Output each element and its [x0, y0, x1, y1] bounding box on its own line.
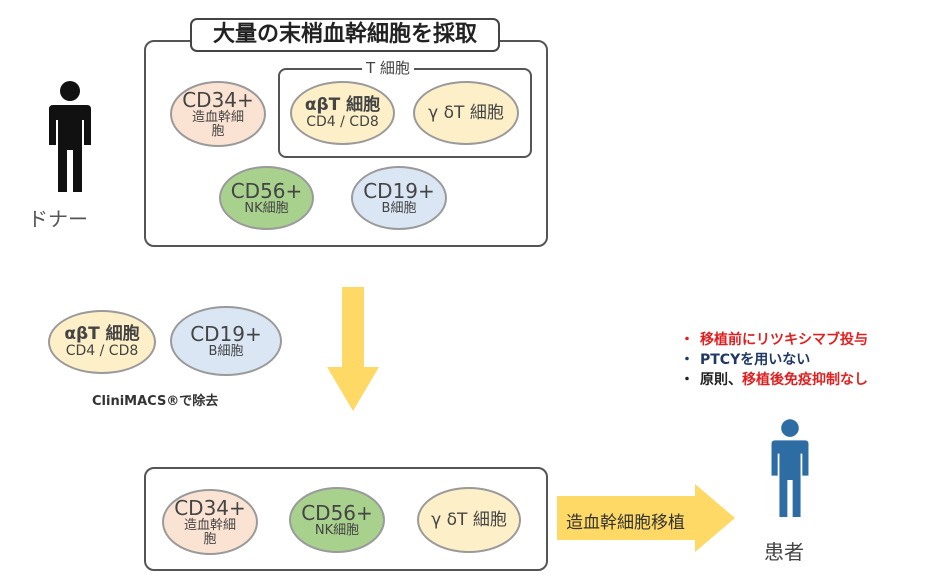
note-1: ・移植前にリツキシマブ投与 [680, 332, 868, 348]
note-3: ・原則、移植後免疫抑制なし [680, 372, 868, 388]
cd19-b-cell: CD19+ B細胞 [351, 166, 447, 230]
collection-title: 大量の末梢血幹細胞を採取 [190, 18, 500, 52]
graft-gd-t-cell: γ δT 細胞 [417, 487, 521, 553]
donor-label: ドナー [28, 207, 88, 231]
graft-cd34-cell: CD34+ 造血幹細 胞 [162, 489, 258, 555]
donor-person-icon [49, 81, 91, 192]
note-2: ・PTCYを用いない [680, 352, 811, 368]
tcell-group-label: T 細胞 [362, 59, 414, 77]
removed-cd19-cell: CD19+ B細胞 [170, 306, 282, 376]
patient-label: 患者 [764, 540, 804, 564]
removed-ab-t-cell: αβT 細胞 CD4 / CD8 [48, 310, 156, 374]
down-arrow-icon [327, 287, 379, 411]
cd56-nk-cell: CD56+ NK細胞 [219, 166, 314, 230]
transplant-arrow-label: 造血幹細胞移植 [566, 513, 685, 533]
gd-t-cell: γ δT 細胞 [413, 81, 519, 145]
cd34-cell: CD34+ 造血幹細 胞 [170, 81, 266, 147]
graft-cd56-cell: CD56+ NK細胞 [289, 487, 385, 553]
ab-t-cell: αβT 細胞 CD4 / CD8 [290, 81, 395, 145]
notes-list: ・移植前にリツキシマブ投与 ・PTCYを用いない ・原則、移植後免疫抑制なし [680, 330, 868, 390]
transplant-arrow-icon [557, 484, 735, 552]
clinimacs-label: CliniMACS®で除去 [92, 394, 219, 409]
patient-person-icon [771, 419, 809, 517]
